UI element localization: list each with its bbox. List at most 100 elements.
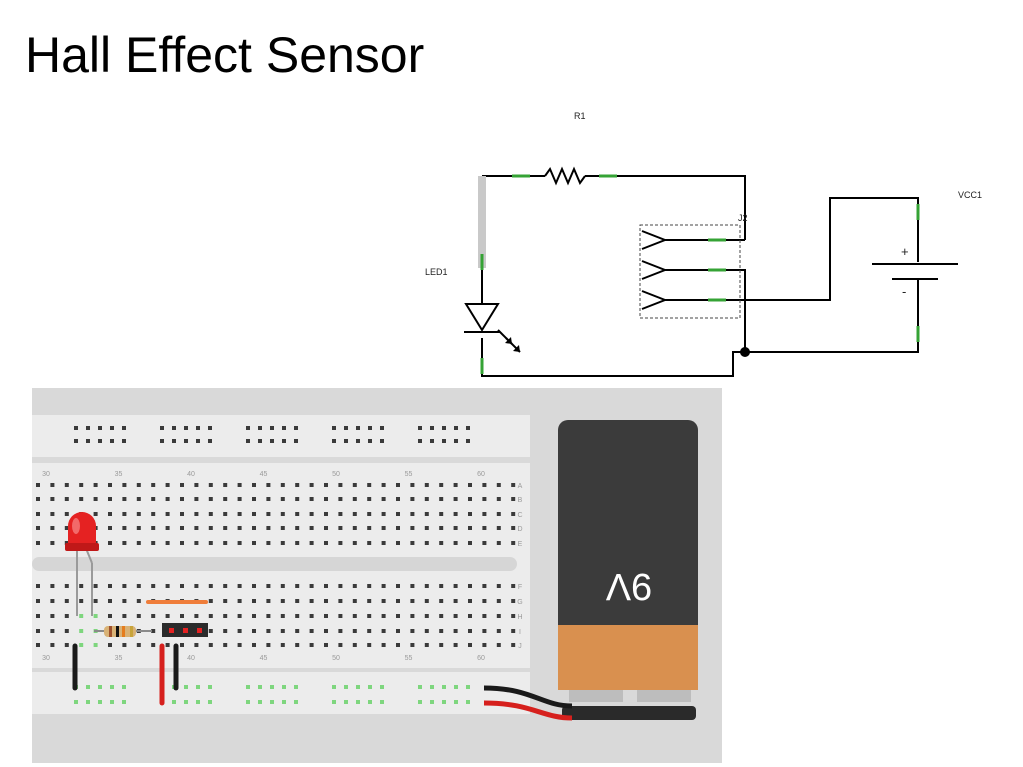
- breadboard-hole: [352, 614, 357, 618]
- breadboard-hole: [352, 512, 357, 516]
- breadboard-hole: [252, 629, 256, 633]
- breadboard-hole: [468, 629, 472, 633]
- breadboard-hole: [280, 584, 285, 588]
- breadboard-hole: [64, 512, 69, 516]
- breadboard-hole: [180, 497, 184, 501]
- breadboard-hole: [294, 685, 298, 689]
- breadboard-hole: [496, 584, 501, 588]
- breadboard-hole: [324, 512, 328, 516]
- breadboard-hole: [108, 614, 112, 618]
- breadboard-hole: [381, 614, 386, 618]
- breadboard-hole: [468, 614, 472, 618]
- breadboard-hole: [424, 526, 429, 530]
- breadboard-hole: [338, 526, 343, 530]
- breadboard-hole: [439, 599, 444, 603]
- breadboard-hole: [367, 512, 372, 516]
- breadboard-hole: [64, 541, 69, 545]
- breadboard-hole: [295, 614, 300, 618]
- breadboard-hole: [74, 426, 78, 430]
- breadboard-hole: [108, 497, 112, 501]
- breadboard-hole: [74, 700, 78, 704]
- breadboard-hole: [356, 439, 360, 443]
- breadboard-hole: [344, 439, 348, 443]
- breadboard-hole: [381, 629, 386, 633]
- breadboard-hole: [180, 512, 184, 516]
- breadboard-hole: [237, 541, 242, 545]
- battery-plus-label: +: [901, 244, 909, 259]
- breadboard-hole: [165, 541, 170, 545]
- battery-label: 9V: [605, 565, 652, 607]
- breadboard-hole: [482, 512, 487, 516]
- breadboard-hole: [439, 497, 444, 501]
- breadboard-hole: [151, 614, 156, 618]
- breadboard-hole: [381, 643, 386, 647]
- pin-markers: [480, 174, 920, 374]
- breadboard-hole: [324, 614, 328, 618]
- breadboard-hole: [237, 614, 242, 618]
- breadboard-hole: [344, 700, 348, 704]
- breadboard-hole: [151, 629, 156, 633]
- breadboard-hole: [324, 599, 328, 603]
- breadboard-hole: [344, 685, 348, 689]
- battery-minus-label: -: [902, 284, 906, 299]
- breadboard-hole: [252, 512, 256, 516]
- breadboard-hole: [36, 497, 40, 501]
- breadboard-hole: [338, 483, 343, 487]
- breadboard-hole: [246, 700, 250, 704]
- breadboard-hole: [122, 541, 127, 545]
- breadboard-hole: [324, 584, 328, 588]
- breadboard-hole: [367, 541, 372, 545]
- row-letter: B: [518, 497, 523, 504]
- breadboard-hole: [50, 541, 55, 545]
- led-symbol: [464, 303, 521, 353]
- slide-title: Hall Effect Sensor: [25, 27, 425, 83]
- breadboard-hole: [295, 512, 300, 516]
- row-letter: H: [517, 614, 522, 621]
- breadboard-hole: [122, 685, 126, 689]
- breadboard-hole: [309, 512, 314, 516]
- breadboard-hole: [453, 629, 458, 633]
- breadboard-hole: [295, 526, 300, 530]
- breadboard-hole: [93, 643, 98, 647]
- breadboard-hole: [208, 526, 213, 530]
- breadboard-hole: [338, 512, 343, 516]
- breadboard-hole: [352, 629, 357, 633]
- breadboard-hole: [122, 643, 127, 647]
- column-number: 45: [260, 655, 268, 662]
- led-arrow-1: [505, 337, 512, 344]
- breadboard-hole: [332, 439, 336, 443]
- breadboard-hole: [86, 426, 90, 430]
- breadboard-hole: [295, 483, 300, 487]
- breadboard-hole: [496, 512, 501, 516]
- breadboard-hole: [380, 700, 384, 704]
- breadboard-hole: [294, 426, 298, 430]
- breadboard-hole: [511, 526, 516, 530]
- led-lead-highlight: [478, 176, 486, 268]
- breadboard-hole: [367, 584, 372, 588]
- breadboard-hole: [79, 629, 84, 633]
- breadboard-hole: [280, 599, 285, 603]
- breadboard-hole: [352, 643, 357, 647]
- breadboard-hole: [344, 426, 348, 430]
- breadboard-hole: [50, 614, 55, 618]
- breadboard-hole: [237, 584, 242, 588]
- breadboard-hole: [98, 426, 102, 430]
- breadboard-hole: [338, 541, 343, 545]
- breadboard-hole: [439, 643, 444, 647]
- breadboard-hole: [424, 541, 429, 545]
- breadboard-hole: [430, 700, 434, 704]
- schematic-diagram: R1 LED1 J2 + - VCC1: [425, 111, 982, 377]
- breadboard-hole: [151, 483, 156, 487]
- breadboard-hole: [110, 439, 114, 443]
- breadboard-hole: [165, 526, 170, 530]
- breadboard-hole: [223, 584, 228, 588]
- breadboard-hole: [79, 643, 84, 647]
- breadboard-hole: [352, 541, 357, 545]
- row-letter: E: [518, 541, 523, 548]
- breadboard-hole: [266, 584, 271, 588]
- breadboard-hole: [246, 439, 250, 443]
- resistor-bands: [109, 626, 133, 637]
- battery-lead-black: [483, 685, 573, 709]
- breadboard-hole: [424, 599, 429, 603]
- breadboard-hole: [410, 497, 415, 501]
